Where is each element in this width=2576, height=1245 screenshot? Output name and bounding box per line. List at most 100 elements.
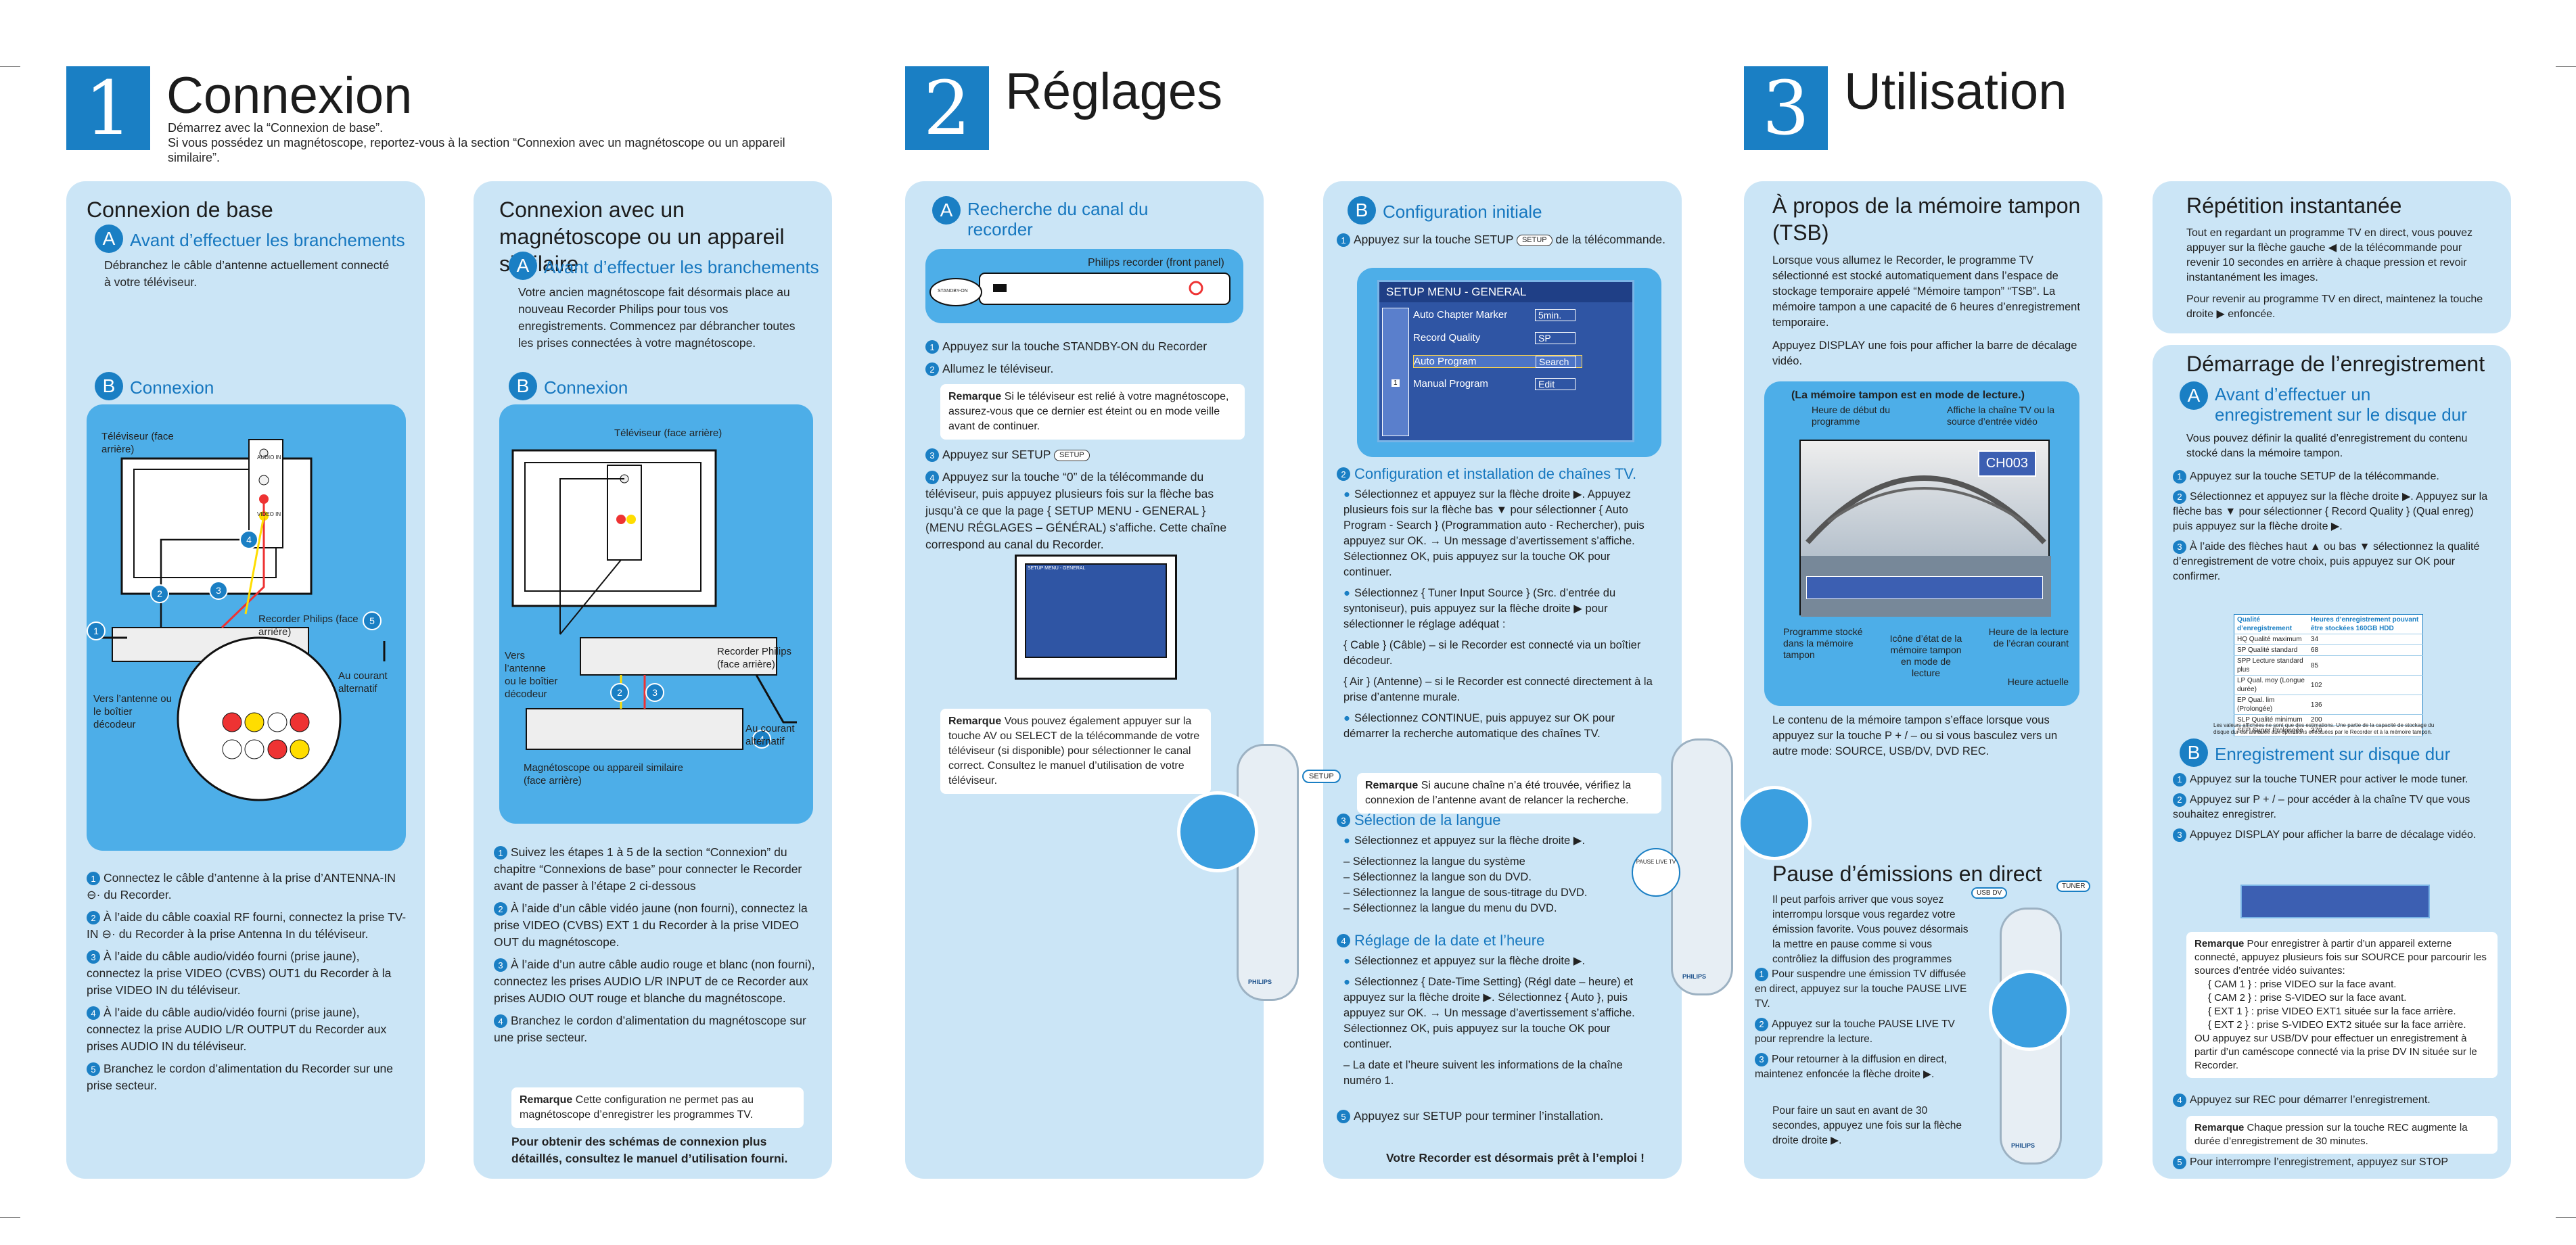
panel-text: Tout en regardant un programme TV en dir…	[2186, 227, 2473, 283]
remote-control: PHILIPS	[1237, 744, 1299, 1001]
panel-text: Il peut parfois arriver que vous soyez i…	[1772, 894, 1969, 965]
crop-mark	[2556, 1217, 2576, 1218]
svg-text:2: 2	[617, 687, 622, 698]
panel-text: Vous pouvez définir la qualité d’enregis…	[2186, 433, 2468, 459]
label-state: Icône d’état de la mémoire tampon en mod…	[1889, 633, 1962, 678]
sub-text: ●Sélectionnez et appuyez sur la flèche d…	[1343, 488, 1653, 740]
svg-text:4: 4	[759, 734, 764, 745]
note-box: Remarque Cette configuration ne permet p…	[511, 1087, 804, 1128]
section-number: 3	[1744, 66, 1828, 150]
section-2-header: 2 Réglages	[905, 63, 1703, 161]
panel-footer: Pour obtenir des schémas de connexion pl…	[511, 1135, 788, 1165]
label-now: Heure actuelle	[2007, 676, 2069, 687]
label-recorder: Recorder Philips (face arrière)	[717, 646, 792, 670]
panel-title: À propos de la mémoire tampon (TSB)	[1772, 193, 2081, 245]
tv-mini-screen: SETUP MENU - GENERAL	[1015, 555, 1177, 680]
navigation-pad-icon[interactable]	[1737, 786, 1812, 860]
panel-footer: Votre Recorder est désormais prêt à l’em…	[1386, 1151, 1644, 1165]
setup-menu-screen: SETUP MENU - GENERAL Auto Chapter Marker…	[1357, 268, 1661, 457]
front-panel-label: Philips recorder (front panel)	[1088, 257, 1224, 268]
label-power: Au courant alternatif	[338, 670, 388, 695]
label-recorder: Recorder Philips (face arrière)	[258, 613, 359, 638]
channel-box: CH003	[1977, 450, 2036, 477]
label-stored: Programme stocké dans la mémoire tampon	[1783, 626, 1863, 660]
navigation-pad-icon[interactable]	[1177, 791, 1258, 872]
pause-live-tv-button-icon[interactable]: PAUSE LIVE TV	[1632, 848, 1680, 897]
svg-text:4: 4	[246, 534, 252, 545]
navigation-pad-icon[interactable]	[1989, 970, 2070, 1051]
label-audio-in: AUDIO IN	[257, 454, 281, 461]
section-subtitle: Démarrez avec la “Connexion de base”.Si …	[168, 121, 785, 164]
svg-text:3: 3	[652, 687, 658, 698]
setup-menu: SETUP MENU - GENERAL Auto Chapter Marker…	[1377, 280, 1634, 442]
svg-text:5: 5	[369, 615, 375, 626]
panel-instant-replay: Répétition instantanée Tout en regardant…	[2153, 181, 2511, 333]
tsb-screen: CH003	[1799, 440, 2051, 617]
label-video-in: VIDEO IN	[257, 511, 281, 517]
panel-text: Pour faire un saut en avant de 30 second…	[1772, 1105, 1962, 1146]
panel-pause-live: Pause d’émissions en direct Il peut parf…	[1744, 853, 2102, 1179]
panel-text: Lorsque vous allumez le Recorder, le pro…	[1772, 254, 2080, 329]
crop-mark	[2556, 66, 2576, 67]
sub-text: ●Sélectionnez et appuyez sur la flèche d…	[1343, 835, 1588, 914]
tsb-diagram: (La mémoire tampon est en mode de lectur…	[1764, 381, 2079, 706]
section-title: Réglages	[1005, 63, 1223, 120]
label-antenna: Vers l’antenne ou le boîtier décodeur	[505, 650, 558, 700]
label-start-time: Heure de début du programme	[1812, 404, 1890, 427]
note-box-2: Remarque Chaque pression sur la touche R…	[2186, 1116, 2498, 1154]
usb-dv-button-icon[interactable]: USB DV	[1971, 887, 2008, 899]
label-antenna: Vers l’antenne ou le boîtier décodeur	[93, 693, 172, 730]
shift-bar-image	[2240, 885, 2430, 918]
note-box: Remarque Si aucune chaîne n’a été trouvé…	[1357, 773, 1661, 814]
panel-text: Le contenu de la mémoire tampon s’efface…	[1772, 714, 2058, 757]
panel-title: Connexion de base	[87, 197, 273, 222]
tuner-button-icon[interactable]: TUNER	[2056, 880, 2091, 892]
label-tv: Téléviseur (face arrière)	[614, 427, 722, 439]
label-vcr: Magnétoscope ou appareil similaire (face…	[524, 762, 683, 786]
table-note: Les valeurs affichées ne sont que des es…	[2213, 722, 2435, 735]
svg-text:2: 2	[157, 588, 162, 599]
panel-title: Démarrage de l’enregistrement	[2186, 352, 2485, 376]
label-power: Au courant alternatif	[745, 723, 795, 747]
sub-text: ●Sélectionnez et appuyez sur la flèche d…	[1343, 955, 1635, 1087]
label-play-time: Heure de la lecture de l’écran courant	[1988, 626, 2069, 649]
section-number: 1	[66, 66, 150, 150]
remote-control: PHILIPS	[1671, 738, 1733, 995]
note-box: Remarque Pour enregistrer à partir d’un …	[2186, 932, 2498, 1078]
label-tv-source: Affiche la chaîne TV ou la source d’entr…	[1947, 404, 2055, 427]
panel-vcr-connection: Connexion avec un magnétoscope ou un app…	[474, 181, 832, 1179]
section-title: Connexion	[166, 67, 413, 124]
vcr-diagram: 2 3 4 Téléviseur (face arrière) Vers l’ant…	[499, 404, 813, 824]
panel-text: Appuyez DISPLAY une fois pour afficher l…	[1772, 339, 2077, 367]
